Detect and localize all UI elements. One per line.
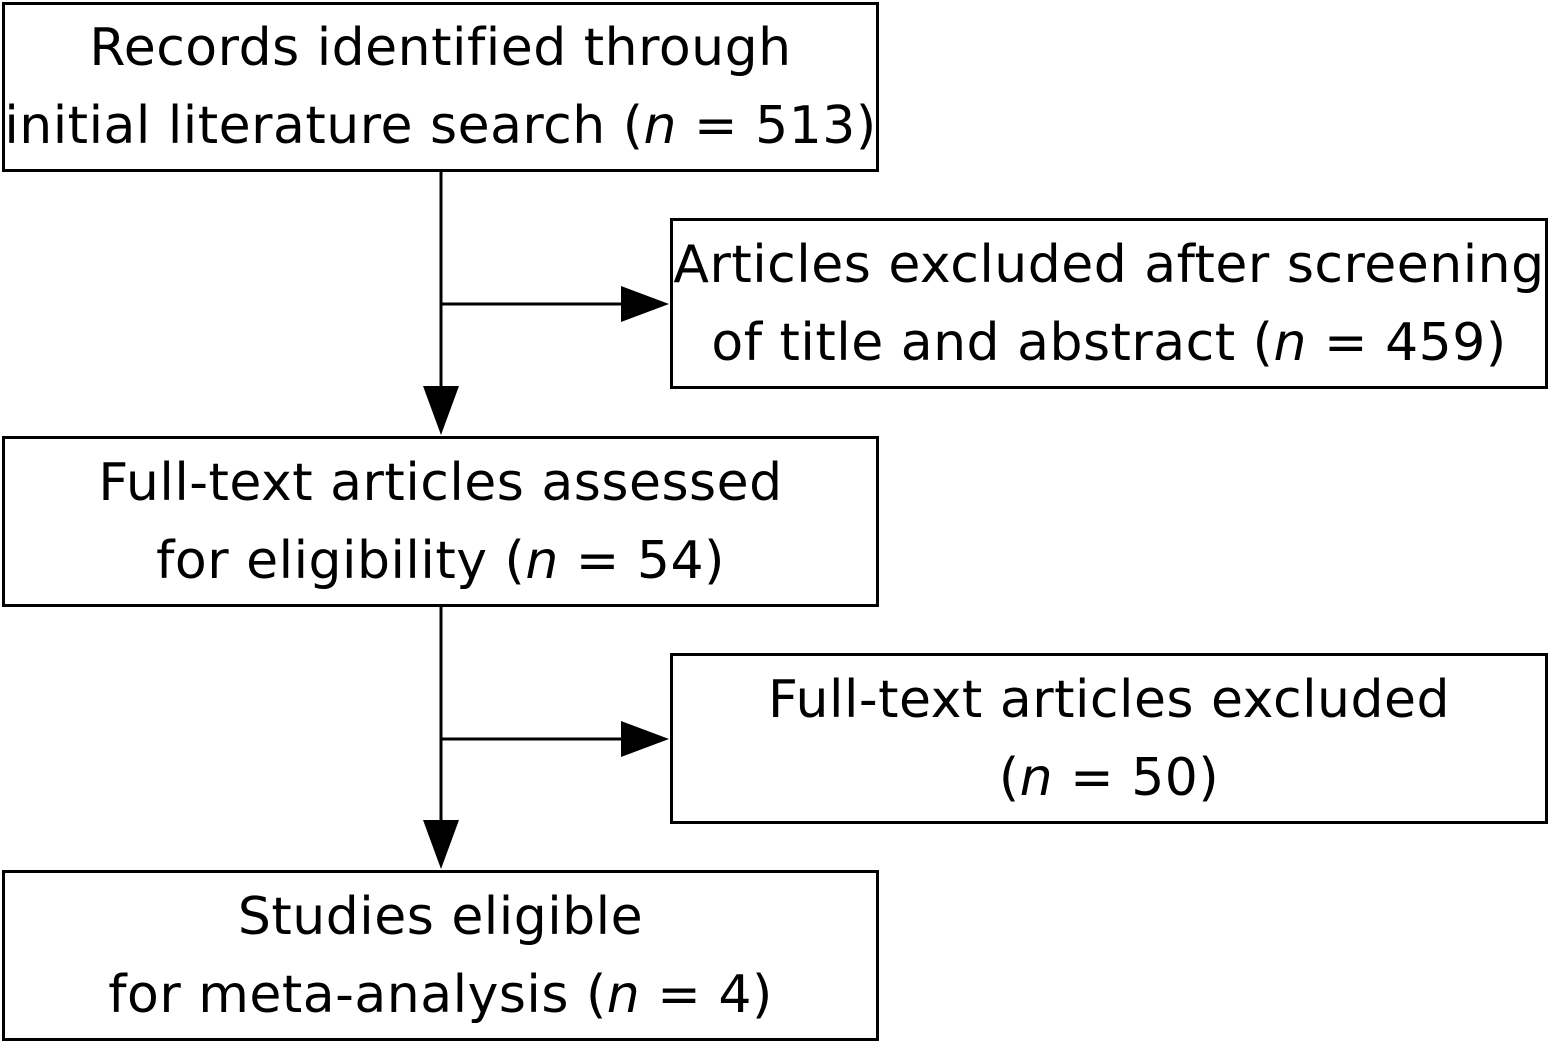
arrowhead-down-eligible: [423, 820, 459, 869]
excluded-screening-n-symbol: n: [1273, 312, 1307, 373]
arrowhead-right-fulltext-excluded: [621, 721, 669, 757]
excluded-screening-line2-suffix: = 459): [1306, 312, 1507, 373]
full-text-excluded-box: Full-text articles excluded (n = 50): [670, 653, 1548, 824]
records-identified-box: Records identified through initial liter…: [2, 2, 879, 172]
records-identified-line2: initial literature search (n = 513): [4, 87, 876, 165]
records-n-symbol: n: [643, 96, 677, 156]
studies-eligible-line1: Studies eligible: [237, 886, 644, 947]
full-text-assessed-line2: for eligibility (n = 54): [156, 522, 725, 600]
full-text-assessed-n-symbol: n: [525, 530, 559, 591]
studies-eligible-n-symbol: n: [606, 964, 641, 1025]
full-text-assessed-line2-suffix: = 54): [558, 530, 725, 591]
full-text-excluded-line2: (n = 50): [999, 739, 1219, 817]
full-text-excluded-line2-suffix: = 50): [1053, 747, 1220, 808]
arrowhead-right-excluded-screening: [621, 286, 669, 322]
studies-eligible-line2-prefix: for meta-analysis (: [108, 964, 607, 1025]
full-text-assessed-line1: Full-text articles assessed: [98, 452, 783, 513]
excluded-screening-box: Articles excluded after screening of tit…: [670, 218, 1548, 389]
studies-eligible-line2-suffix: = 4): [640, 964, 773, 1025]
records-identified-line1: Records identified through: [89, 18, 792, 78]
records-line2-prefix: initial literature search (: [4, 96, 644, 156]
excluded-screening-line2: of title and abstract (n = 459): [711, 304, 1506, 382]
full-text-excluded-line1: Full-text articles excluded: [767, 669, 1450, 730]
full-text-excluded-n-symbol: n: [1019, 747, 1054, 808]
full-text-assessed-line2-prefix: for eligibility (: [156, 530, 526, 591]
records-line2-suffix: = 513): [677, 96, 877, 156]
studies-eligible-box: Studies eligible for meta-analysis (n = …: [2, 870, 879, 1041]
studies-eligible-line2: for meta-analysis (n = 4): [108, 956, 773, 1034]
full-text-excluded-line2-prefix: (: [998, 747, 1020, 808]
excluded-screening-line2-prefix: of title and abstract (: [711, 312, 1274, 373]
full-text-assessed-box: Full-text articles assessed for eligibil…: [2, 436, 879, 607]
arrowhead-down-fulltext: [423, 386, 459, 435]
excluded-screening-line1: Articles excluded after screening: [673, 234, 1545, 295]
